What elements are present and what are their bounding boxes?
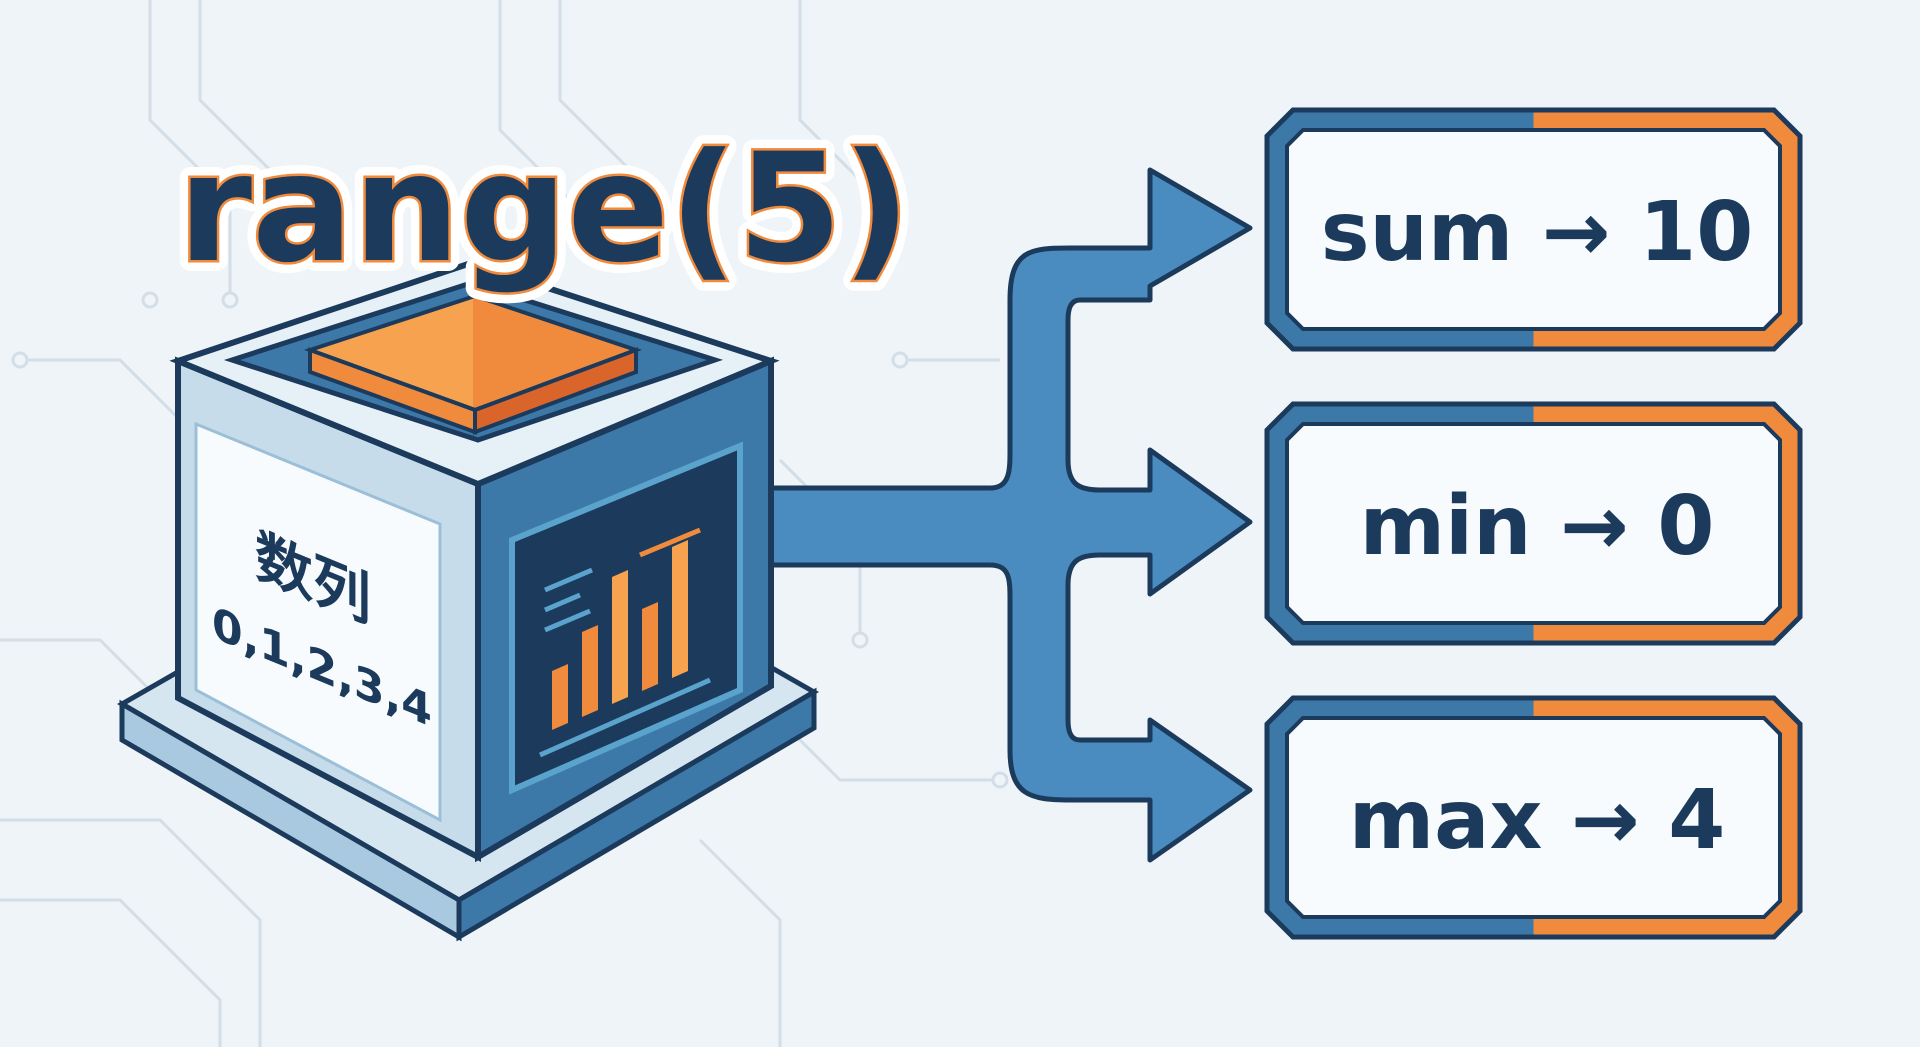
branch-arrows bbox=[767, 167, 1253, 863]
title: range(5) bbox=[178, 122, 911, 296]
title-halo: range(5) bbox=[178, 122, 911, 296]
result-max: max → 4 bbox=[1264, 695, 1803, 940]
result-min-label: min → 0 bbox=[1360, 479, 1715, 574]
result-max-label: max → 4 bbox=[1349, 773, 1726, 868]
cube: 数列 0,1,2,3,4 bbox=[116, 259, 819, 942]
arrow-trunk bbox=[767, 167, 1253, 863]
bar-chart-icon bbox=[538, 527, 712, 758]
result-sum-label: sum → 10 bbox=[1321, 185, 1754, 280]
left-panel bbox=[194, 421, 442, 823]
result-sum: sum → 10 bbox=[1264, 107, 1803, 352]
result-min: min → 0 bbox=[1264, 401, 1803, 646]
